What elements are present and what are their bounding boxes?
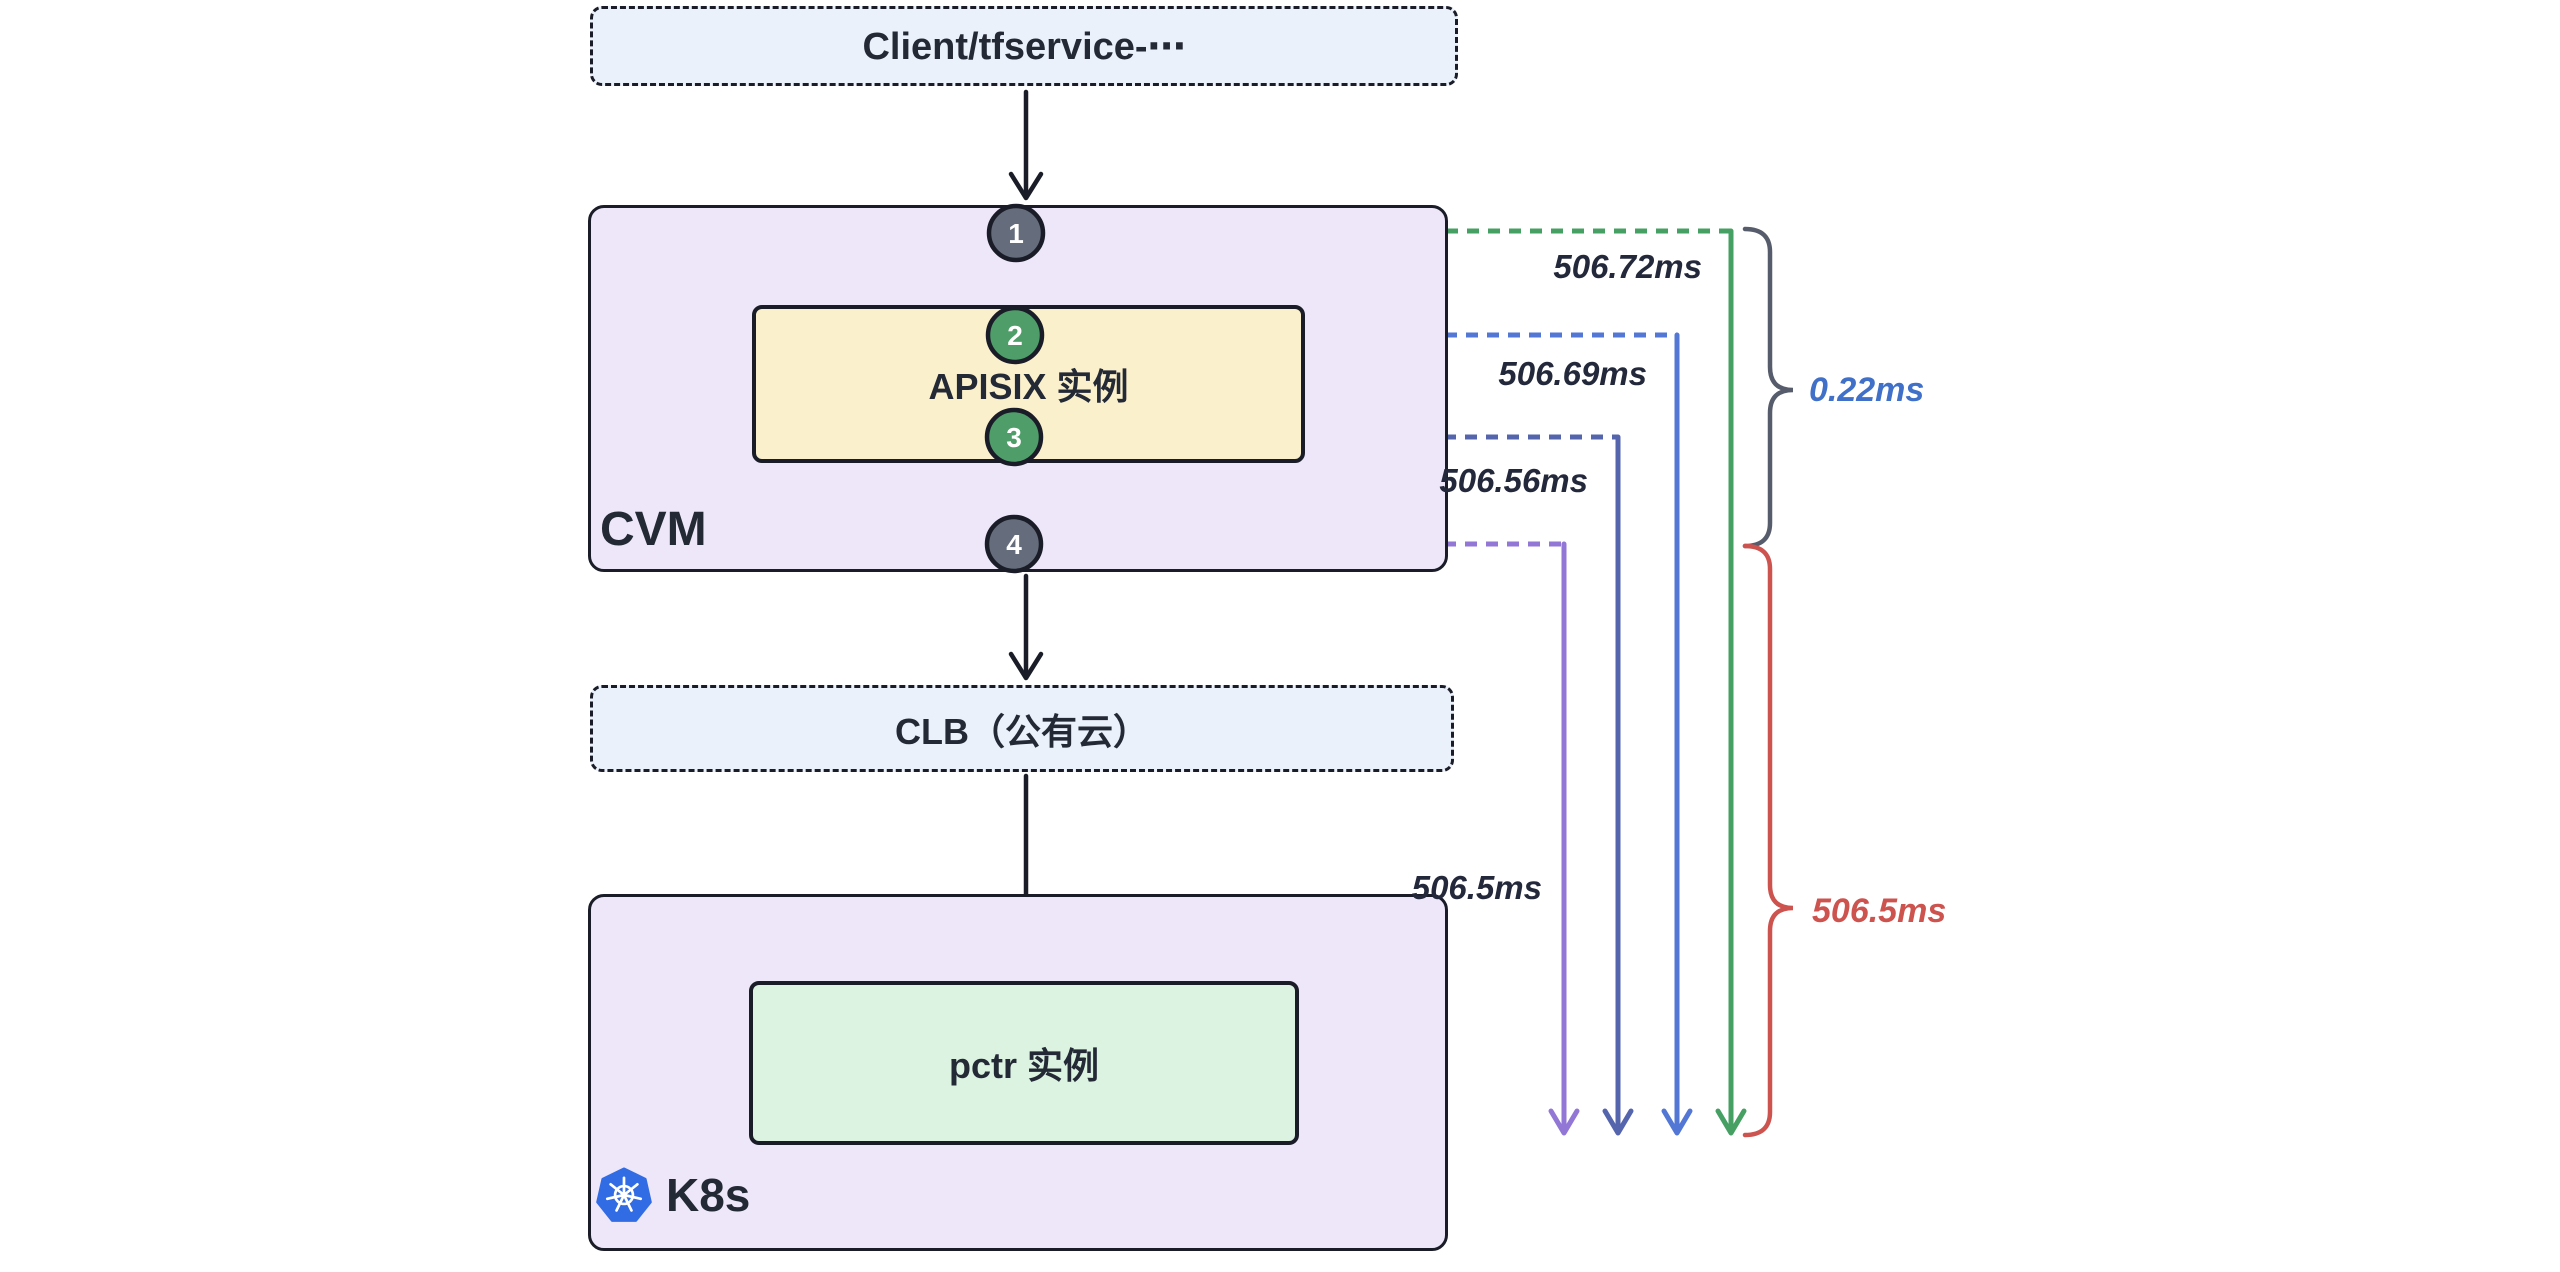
node-pctr: pctr 实例 — [749, 981, 1299, 1145]
timing-step4: 506.5ms — [1411, 869, 1542, 906]
brace-506-5ms — [1742, 543, 1794, 1138]
zone-cvm-label: CVM — [600, 503, 707, 556]
node-apisix: APISIX 实例 — [752, 305, 1305, 463]
brace-0-22ms — [1742, 226, 1794, 549]
node-clb: CLB（公有云） — [590, 685, 1454, 772]
node-apisix-label: APISIX 实例 — [928, 366, 1129, 407]
node-client: Client/tfservice-⋯ — [590, 6, 1458, 86]
step1-arrowhead-icon — [1715, 1108, 1747, 1136]
node-pctr-label: pctr 实例 — [948, 1045, 1099, 1086]
zone-k8s-label: K8s — [666, 1169, 751, 1221]
brace-label-delta: 0.22ms — [1809, 371, 1925, 409]
step3-arrowhead-icon — [1602, 1108, 1634, 1136]
node-clb-label: CLB（公有云） — [895, 710, 1149, 752]
kubernetes-icon — [596, 1167, 652, 1222]
step2-arrowhead-icon — [1661, 1108, 1693, 1136]
brace-label-total: 506.5ms — [1812, 892, 1947, 930]
timing-step3: 506.56ms — [1439, 462, 1588, 499]
arrowhead-cvm-to-clb-icon — [1008, 651, 1044, 681]
timing-step2: 506.69ms — [1498, 355, 1647, 392]
k8s-badge: K8s — [596, 1166, 750, 1224]
step4-arrowhead-icon — [1548, 1108, 1580, 1136]
arrowhead-client-to-cvm-icon — [1008, 171, 1044, 201]
timing-step1: 506.72ms — [1553, 248, 1702, 285]
node-client-label: Client/tfservice-⋯ — [862, 25, 1186, 68]
